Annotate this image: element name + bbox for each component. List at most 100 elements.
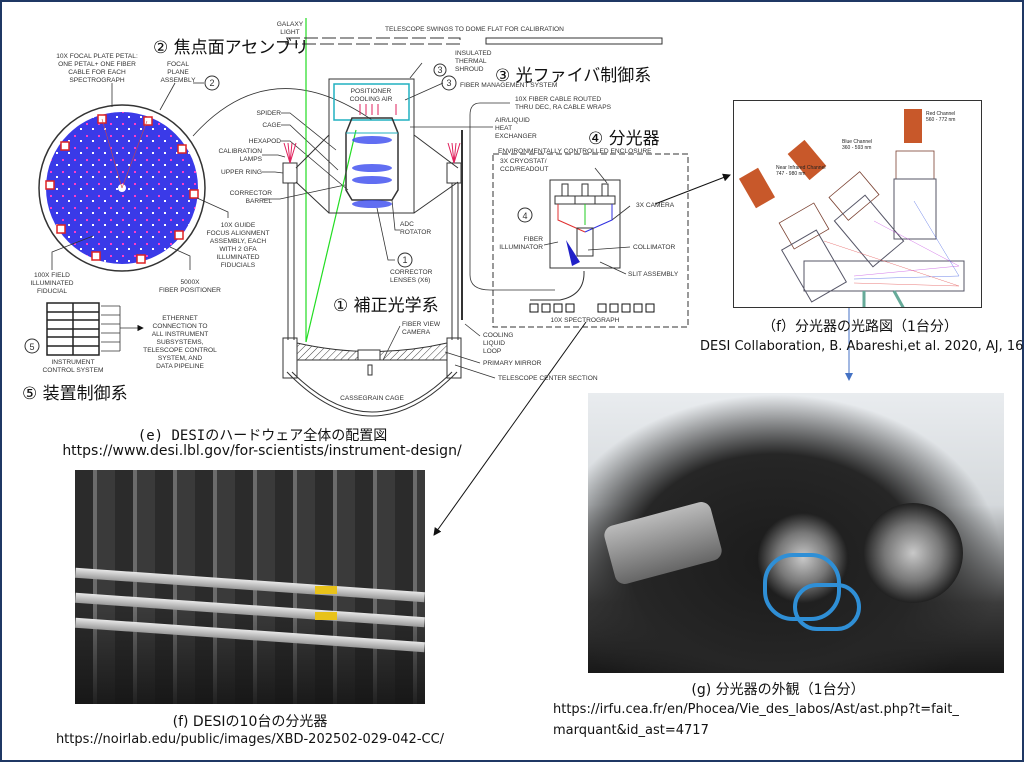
label-line: CORRECTOR — [390, 269, 433, 276]
label-line: SHROUD — [455, 66, 484, 73]
label-cryostat: 3X CRYOSTAT/CCD/READOUT — [500, 158, 548, 173]
label-line: 5 — [29, 342, 34, 352]
label-line: ILLUMINATED — [216, 254, 259, 261]
spectrograph-unit-icon — [609, 303, 619, 313]
label-line: 10X FIBER CABLE ROUTED — [515, 96, 601, 103]
heading-spectrograph: ④ 分光器 — [588, 129, 660, 149]
label-line: SPIDER — [256, 110, 281, 117]
spectrograph-unit-icon — [633, 303, 643, 313]
label-line: ALL INSTRUMENT — [152, 331, 209, 338]
label-line: THRU DEC, RA CABLE WRAPS — [515, 104, 612, 111]
label-line: LIQUID — [483, 340, 505, 347]
label-line: LIGHT — [280, 29, 299, 36]
label-line: TELESCOPE SWINGS TO DOME FLAT FOR CALIBR… — [385, 26, 564, 33]
cooling-air-arrows — [359, 104, 397, 115]
spectrograph-unit-icon — [541, 303, 551, 313]
label-line: AIR/LIQUID — [495, 117, 530, 124]
label-line: EXCHANGER — [495, 133, 537, 140]
caption-appearance-title: (g) 分光器の外観（1台分） — [691, 682, 865, 698]
label-line: 3X CRYOSTAT/ — [500, 158, 547, 165]
spectrograph-unit-icon — [597, 303, 607, 313]
label-line: 3X CAMERA — [636, 202, 675, 209]
label-focal-plate-petal: 10X FOCAL PLATE PETAL:ONE PETAL+ ONE FIB… — [56, 53, 138, 84]
caption-ten-spectrographs-url[interactable]: https://noirlab.edu/public/images/XBD-20… — [55, 732, 445, 747]
circled-number-markers — [24, 63, 533, 354]
label-line: UPPER RING — [221, 169, 262, 176]
label-line: ILLUMINATED — [30, 280, 73, 287]
label-line: CONTROL SYSTEM — [43, 367, 104, 374]
spectrograph-units — [529, 303, 655, 313]
label-line: CALIBRATION — [219, 148, 263, 155]
label-line: HEXAPOD — [249, 138, 281, 145]
heading-fiber-control: ③ 光ファイバ制御系 — [495, 66, 652, 86]
label-num3b: 3 — [437, 65, 442, 75]
caption-appearance-url-2[interactable]: marquant&id_ast=4717 — [553, 723, 709, 738]
label-line: SUBSYSTEMS, — [157, 339, 204, 346]
label-line: LAMPS — [240, 156, 263, 163]
caption-optical-path-title: （f）分光器の光路図（1台分） — [762, 319, 958, 335]
label-line: FIBER — [524, 236, 544, 243]
label-line: FOCAL — [167, 61, 189, 68]
label-slit-assembly: SLIT ASSEMBLY — [628, 271, 679, 278]
heading-corrector: ① 補正光学系 — [333, 296, 439, 316]
label-line: PRIMARY MIRROR — [483, 360, 542, 367]
label-line: CAGE — [262, 122, 281, 129]
label-fiber-management: FIBER MANAGEMENT SYSTEM — [460, 82, 557, 89]
label-line: ETHERNET — [162, 315, 198, 322]
label-blue-channel: 360 - 593 nm — [842, 145, 871, 151]
label-line: COLLIMATOR — [633, 244, 675, 251]
label-red-channel: Red Channel — [926, 111, 955, 117]
label-line: ENVIRONMENTALLY CONTROLLED ENCLOSURE — [498, 148, 652, 155]
label-upper-ring: UPPER RING — [221, 169, 262, 176]
label-line: ROTATOR — [400, 229, 431, 236]
dome-flat-bar — [285, 37, 663, 45]
caption-hardware-title: (e) DESIのハードウェア全体の配置図 — [137, 428, 388, 444]
label-line: FIDUCIALS — [221, 262, 256, 269]
label-line: THERMAL — [455, 58, 487, 65]
spectrograph-unit-icon — [529, 303, 539, 313]
caption-appearance-url-1[interactable]: https://irfu.cea.fr/en/Phocea/Vie_des_la… — [553, 702, 959, 717]
label-line: 10X FOCAL PLATE PETAL: — [56, 53, 138, 60]
label-line: SLIT ASSEMBLY — [628, 271, 679, 278]
label-line: TELESCOPE CENTER SECTION — [498, 375, 598, 382]
heading-focal-plane: ② 焦点面アセンブリ — [153, 38, 309, 58]
spectrograph-unit-icon — [553, 303, 563, 313]
label-line: 10X SPECTROGRAPH — [551, 317, 620, 324]
label-line: ASSEMBLY — [160, 77, 196, 84]
label-line: CONNECTION TO — [152, 323, 207, 330]
label-nir-channel: Near Infrared Channel — [776, 165, 825, 171]
label-line: LENSES (X6) — [390, 277, 430, 284]
label-line: 2 — [209, 78, 214, 88]
label-num2: 2 — [209, 78, 214, 88]
label-line: FOCUS ALIGNMENT — [206, 230, 269, 237]
arrow-to-optical-path — [654, 173, 731, 205]
label-camera: 3X CAMERA — [636, 202, 675, 209]
caption-ten-spectrographs-title: (f) DESIの10台の分光器 — [172, 714, 328, 730]
label-blue-channel: Blue Channel — [842, 139, 872, 145]
label-line: 3 — [437, 65, 442, 75]
caption-hardware-url[interactable]: https://www.desi.lbl.gov/for-scientists/… — [62, 443, 462, 459]
label-line: CASSEGRAIN CAGE — [340, 395, 404, 402]
label-spider: SPIDER — [256, 110, 281, 117]
label-line: TELESCOPE CONTROL — [143, 347, 217, 354]
label-line: ADC — [400, 221, 414, 228]
telescope-structure — [282, 78, 462, 417]
label-center-section: TELESCOPE CENTER SECTION — [498, 375, 598, 382]
spectrograph-unit-icon — [565, 303, 575, 313]
